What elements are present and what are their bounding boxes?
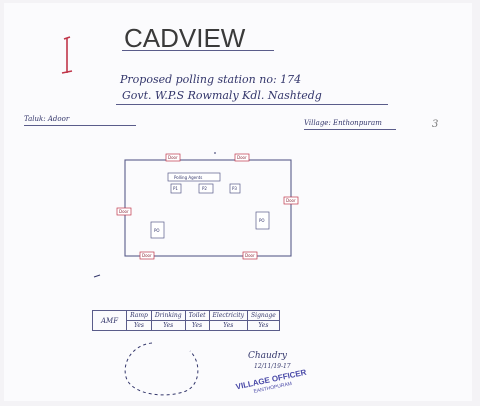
table-cell: AMF — [91, 310, 128, 331]
door-label: Door — [245, 253, 255, 258]
title-underline — [122, 50, 274, 51]
village-label: Village: Enthonpuram — [304, 119, 382, 127]
table-row: AMF Ramp Drinking Toilet Electricity Sig… — [91, 310, 280, 331]
signature-date: 12/11/19-17 — [254, 363, 291, 370]
presiding-officer-left: PO — [150, 221, 165, 239]
heading-line-1: Proposed polling station no: 174 — [120, 73, 302, 86]
seal-circle — [124, 342, 199, 396]
heading-underline — [116, 104, 388, 105]
polling-station-plan: Door Door Door Door Door Door Polling Ag… — [93, 152, 299, 396]
table-cell: Yes — [126, 320, 152, 331]
door-label: Door — [119, 209, 129, 214]
table-cell: Electricity — [208, 310, 249, 321]
booth-p2: P2 — [198, 183, 214, 194]
door-marker-bottom-left: Door — [139, 251, 155, 260]
signature-name: Chaudry — [248, 351, 287, 361]
door-marker-top-right: Door — [234, 153, 250, 162]
door-label: Door — [142, 253, 152, 258]
taluk-label: Taluk: Adoor — [24, 115, 70, 123]
table-cell: Toilet — [184, 310, 210, 321]
svg-text:P3: P3 — [232, 186, 237, 191]
table-cell: Yes — [247, 320, 280, 331]
margin-mark: 3 — [432, 119, 439, 130]
door-label: Door — [237, 155, 247, 160]
table-cell: Signage — [247, 310, 280, 321]
booth-p3: P3 — [229, 183, 241, 194]
polling-agents-box: Polling Agents — [167, 172, 221, 182]
table-cell: Ramp — [126, 310, 152, 321]
table-cell: Drinking — [150, 310, 186, 321]
door-marker-top-left: Door — [165, 153, 181, 162]
document-page: CADVIEW Proposed polling station no: 174… — [4, 3, 472, 401]
polling-agents-label: Polling Agents — [174, 175, 202, 180]
stray-pen-mark — [93, 274, 101, 278]
door-label: Door — [286, 198, 296, 203]
red-bracket-mark — [61, 36, 73, 74]
page-title: CADVIEW — [124, 23, 246, 53]
svg-text:PO: PO — [154, 228, 160, 233]
table-row: Yes Yes Yes Yes Yes — [93, 320, 280, 331]
svg-text:PO: PO — [259, 218, 265, 223]
svg-text:P1: P1 — [173, 186, 178, 191]
table-cell: Yes — [184, 320, 210, 331]
door-marker-bottom-right: Door — [242, 251, 258, 260]
taluk-underline — [24, 125, 136, 126]
heading-line-2: Govt. W.P.S Rowmaly Kdl. Nashtedg — [122, 89, 322, 102]
svg-text:P2: P2 — [202, 186, 207, 191]
presiding-officer-right: PO — [255, 211, 270, 230]
booth-p1: P1 — [170, 183, 182, 194]
door-marker-right: Door — [283, 196, 299, 205]
table-cell: Yes — [208, 320, 249, 331]
door-marker-left: Door — [116, 207, 132, 216]
village-underline — [304, 129, 396, 130]
door-label: Door — [168, 155, 178, 160]
table-cell: Yes — [150, 320, 186, 331]
amf-table: AMF Ramp Drinking Toilet Electricity Sig… — [91, 310, 280, 331]
